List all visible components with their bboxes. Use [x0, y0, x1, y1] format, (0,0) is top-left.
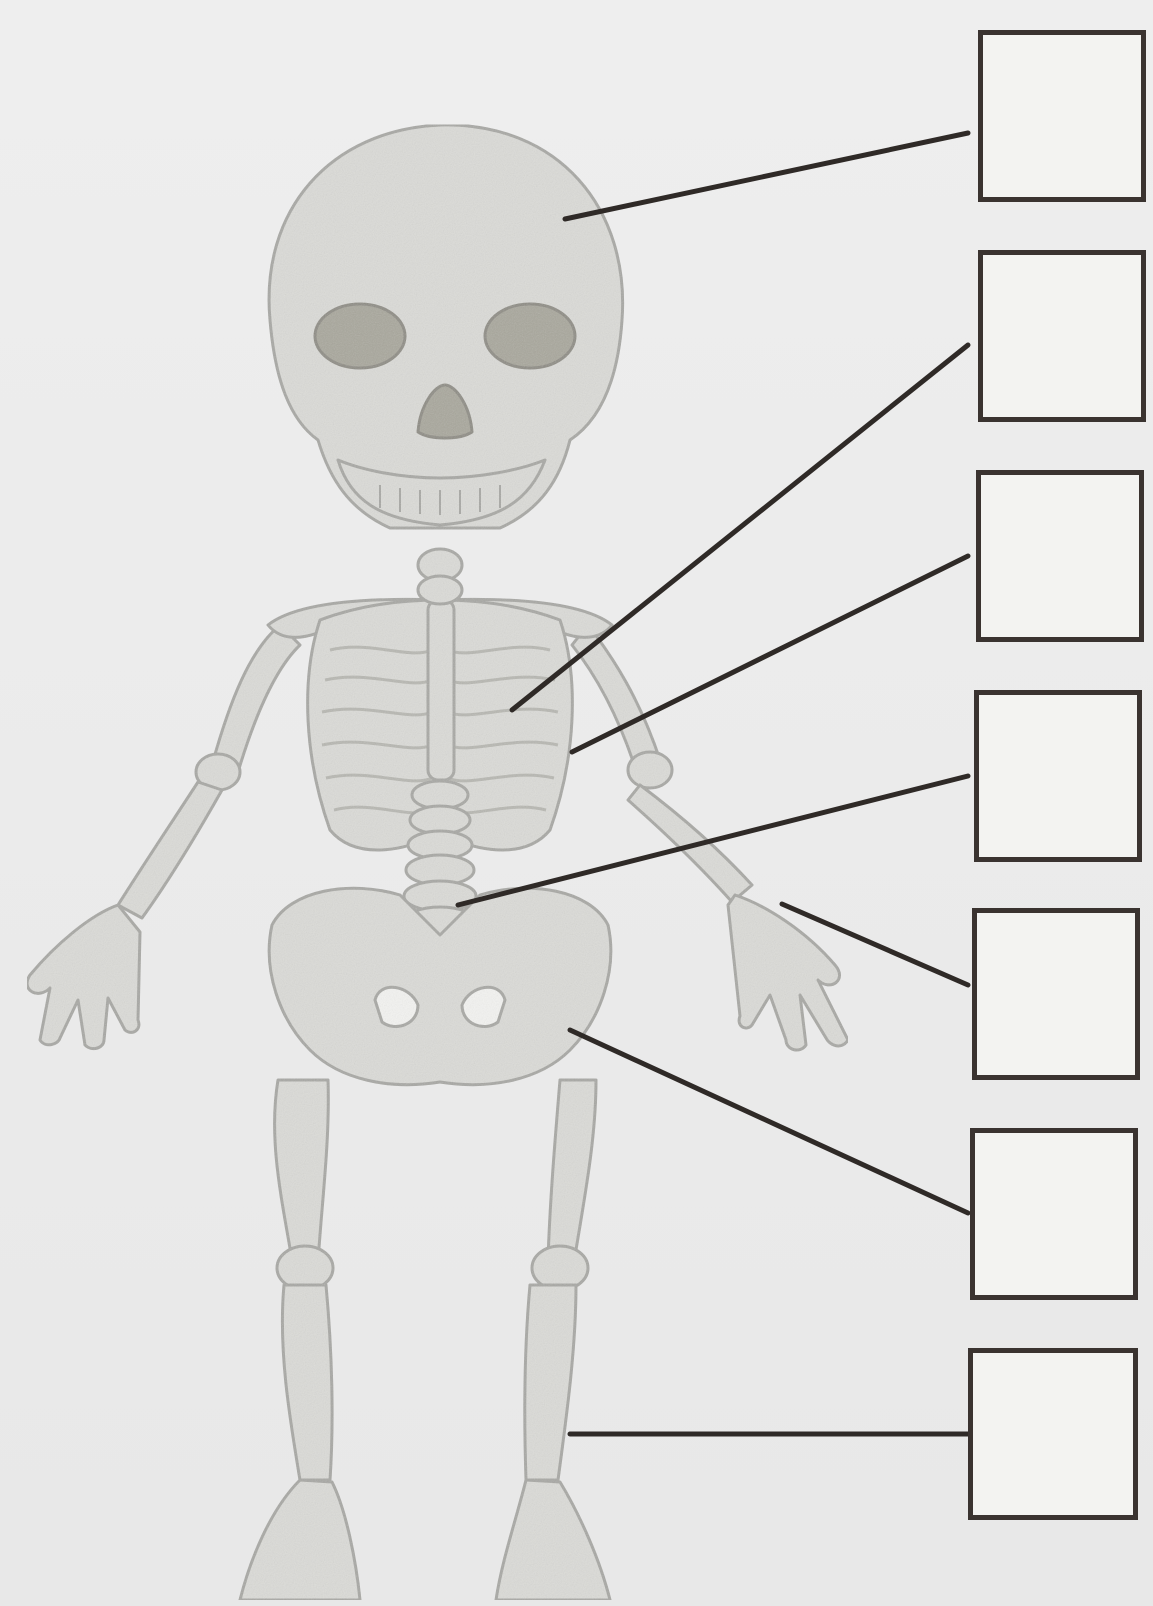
- label-box-sternum[interactable]: [978, 250, 1146, 422]
- label-box-ribs[interactable]: [976, 470, 1144, 642]
- right-arm-bones: [572, 625, 848, 1050]
- label-text: [975, 1133, 1133, 1193]
- label-box-hand[interactable]: [972, 908, 1140, 1080]
- label-text: [979, 695, 1137, 755]
- label-text: [981, 475, 1139, 535]
- label-box-spine[interactable]: [974, 690, 1142, 862]
- sternum-shape: [428, 600, 454, 780]
- label-box-skull[interactable]: [978, 30, 1146, 202]
- leader-line-pelvis: [570, 1030, 968, 1213]
- left-leg-bones: [240, 1080, 360, 1600]
- label-box-pelvis[interactable]: [970, 1128, 1138, 1300]
- label-text: [973, 1353, 1133, 1413]
- label-text: [977, 913, 1135, 973]
- label-text: [983, 35, 1141, 95]
- label-box-leg[interactable]: [968, 1348, 1138, 1520]
- skeleton-illustration: [27, 125, 848, 1600]
- right-leg-bones: [496, 1080, 610, 1600]
- skull-shape: [269, 125, 623, 528]
- label-text: [983, 255, 1141, 315]
- left-arm-bones: [27, 625, 300, 1049]
- leader-line-skull: [565, 133, 968, 219]
- leader-line-ribs: [572, 556, 968, 752]
